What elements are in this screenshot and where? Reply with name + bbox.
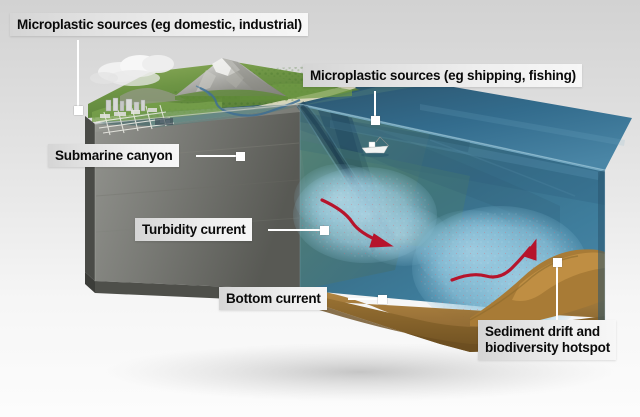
label-sediment-drift-line1: Sediment drift and	[485, 324, 600, 339]
right-end-wall	[598, 170, 605, 349]
label-microplastic-sources-sea: Microplastic sources (eg shipping, fishi…	[303, 64, 582, 87]
block-base	[85, 272, 95, 293]
river	[199, 86, 301, 117]
label-sediment-drift-line2: biodiversity hotspot	[485, 340, 611, 355]
label-bottom-current: Bottom current	[219, 287, 327, 310]
landmass	[88, 55, 420, 136]
cloud	[90, 55, 174, 86]
bottom-current-arrow	[450, 238, 537, 282]
marker-land-sources	[74, 106, 83, 115]
fishing-boat	[361, 136, 390, 158]
label-turbidity-current: Turbidity current	[135, 218, 252, 241]
marker-submarine-canyon	[236, 152, 245, 161]
marker-bottom-current	[378, 295, 387, 304]
plume-speckle-a	[299, 173, 431, 257]
marker-sediment-drift	[553, 258, 562, 267]
marker-sea-sources	[371, 116, 380, 125]
turbidity-current-arrow	[320, 198, 394, 248]
mountain	[175, 58, 288, 102]
continental-slope	[300, 104, 576, 232]
label-microplastic-sources-land: Microplastic sources (eg domestic, indus…	[10, 13, 308, 36]
leader-lines	[77, 40, 558, 320]
industrial-town	[95, 97, 175, 136]
block-edges	[94, 103, 606, 348]
label-submarine-canyon: Submarine canyon	[48, 144, 179, 167]
marker-turbidity-current	[320, 226, 329, 235]
